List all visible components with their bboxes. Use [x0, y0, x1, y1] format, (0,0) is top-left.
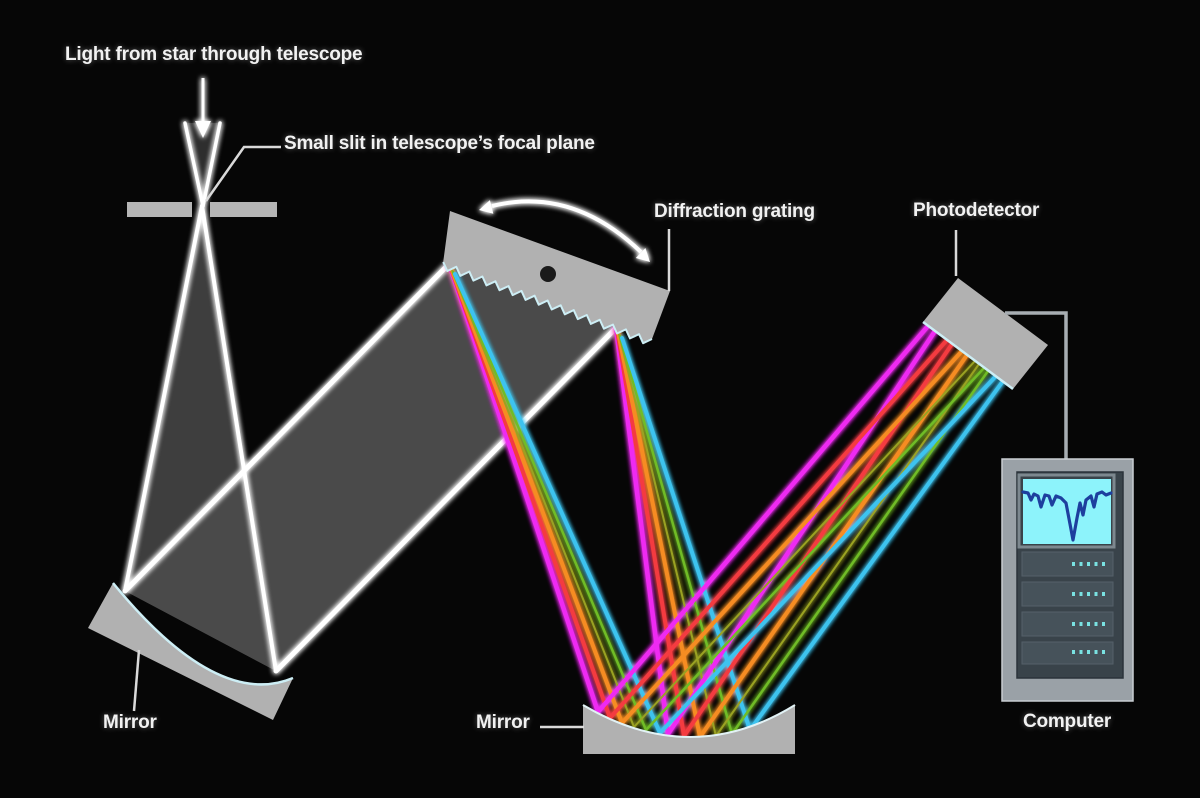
ray-cyan — [453, 272, 662, 735]
slit-bar-left — [127, 202, 192, 217]
label-computer: Computer — [1022, 711, 1112, 732]
label-mirror-left: Mirror — [103, 712, 157, 733]
label-mirror-center: Mirror — [476, 712, 530, 733]
ray-green — [451, 270, 648, 732]
reflected-ray-magenta — [595, 323, 931, 715]
ray-olive — [618, 333, 717, 737]
converging-ray-right — [201, 121, 222, 208]
reflected-ray-magenta — [665, 328, 938, 737]
leader-slit — [204, 145, 281, 202]
mirror-left-body — [88, 583, 293, 720]
slat — [1021, 551, 1114, 577]
down-arrow-icon — [195, 78, 211, 138]
signal-wire — [1005, 311, 1068, 459]
reflected-ray-cyan — [658, 374, 998, 735]
white-beam-fills — [125, 123, 616, 671]
reflected-ray-red — [682, 342, 954, 738]
mirror-center-body — [583, 705, 795, 754]
indicator-dots — [1072, 562, 1106, 654]
leader-lines — [132, 145, 958, 729]
slat — [1021, 641, 1114, 665]
computer — [1001, 458, 1134, 702]
reflected-ray-orange — [620, 349, 964, 725]
slat — [1021, 611, 1114, 637]
converging-ray-left — [183, 121, 205, 208]
photodetector — [922, 278, 1048, 391]
mirror-center — [582, 704, 796, 754]
collimated-beam-upper-edge — [122, 261, 452, 594]
beam-fill-above-slit — [185, 123, 220, 207]
grating-serrated-edge — [442, 261, 653, 345]
label-slit: Small slit in telescope’s focal plane — [284, 133, 595, 154]
label-star-light: Light from star through telescope — [65, 44, 363, 65]
label-photodetector: Photodetector — [913, 200, 1040, 221]
screen-frame — [1017, 473, 1116, 549]
reflected-ray-green — [644, 366, 986, 732]
white-light-rays — [122, 121, 619, 674]
photodetector-sensing-edge — [922, 320, 1014, 391]
ray-magenta — [613, 325, 671, 737]
mirror-left — [88, 582, 294, 720]
photodetector-body — [923, 278, 1048, 389]
ray-slit-to-mirror-right-end — [200, 204, 278, 673]
reflected-ray-cyan — [748, 379, 1005, 732]
collimated-beam-lower-edge — [273, 325, 619, 674]
leader-mirror-left — [132, 649, 141, 712]
mirror-left-surface — [112, 582, 294, 686]
reflected-ray-red — [608, 338, 949, 720]
ray-olive — [451, 269, 635, 728]
slat — [1021, 581, 1114, 607]
ray-orange — [449, 266, 624, 725]
label-grating: Diffraction grating — [654, 201, 815, 222]
spectrum-trace — [1021, 490, 1113, 542]
grating-pivot-dot — [540, 266, 556, 282]
grating-body — [443, 211, 670, 344]
mirror-center-surface — [582, 704, 796, 738]
slit-bar-right — [210, 202, 277, 217]
computer-slats — [1021, 551, 1114, 665]
ray-cyan — [620, 336, 752, 732]
reflected-ray-olive — [633, 360, 976, 728]
rotation-arrow-icon — [479, 199, 650, 262]
dispersed-rays — [446, 261, 1005, 739]
diffraction-grating — [442, 211, 670, 345]
ray-slit-to-mirror-left-end — [123, 204, 204, 593]
reflected-ray-olive — [715, 363, 980, 737]
